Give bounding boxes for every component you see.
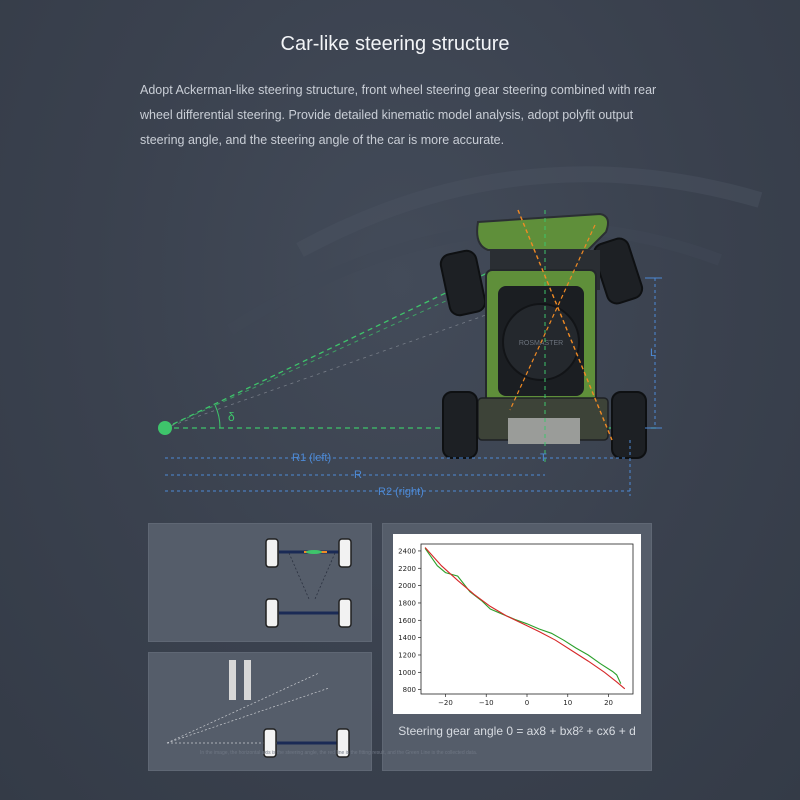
y-tick-label: 2200 [398,565,416,573]
rear-left-wheel [442,391,478,459]
delta-label: δ [228,410,235,424]
x-tick-label: 10 [563,699,572,707]
ackermann-top-diagram [265,538,352,628]
dim-T-label: T [540,452,547,464]
x-tick-label: 20 [604,699,613,707]
page-description: Adopt Ackerman-like steering structure, … [140,83,657,147]
ackermann-center [306,550,322,554]
y-tick-label: 1400 [398,634,416,642]
wheel-icon [265,538,279,568]
front-chassis-plate [476,212,609,251]
dim-R-label: R [354,469,362,481]
ackermann-top-panel [148,523,372,642]
series-line-green [424,547,622,684]
wheel-icon [338,598,352,628]
fitting-chart: 800 1000 1200 1400 1600 1800 2000 2200 2400 −20 −1… [393,534,641,714]
rear-motor [508,418,580,444]
series-line-red [424,547,626,690]
turning-radius-diagram [166,660,350,758]
page-title: Car-like steering structure [280,33,510,55]
y-tick-label: 800 [403,686,416,694]
ackermann-diagram: δ ROSMASTER [158,166,763,498]
front-left-wheel [439,249,487,317]
x-tick-label: −20 [438,699,453,707]
wheel-icon [338,538,352,568]
dim-R1-label: R1 (left) [292,452,331,464]
delta-arc [214,404,221,429]
orange-dashed-line [509,224,596,411]
front-right-wheel [592,237,644,305]
y-tick-label: 1600 [398,617,416,625]
bar-icon [229,660,236,700]
x-tick-label: 0 [525,699,529,707]
x-tick-label: −10 [479,699,494,707]
wheel-icon [336,728,350,758]
turning-radius-panel [148,652,372,771]
y-tick-label: 2400 [398,547,416,555]
y-tick-label: 1800 [398,599,416,607]
wheel-icon [265,598,279,628]
dim-L-label: L [650,347,656,359]
dim-R2-label: R2 (right) [378,486,424,498]
rear-right-wheel [611,391,647,459]
chip-label: ROSMASTER [519,340,563,347]
y-tick-label: 2000 [398,582,416,590]
bar-icon [244,660,251,700]
tire-track [296,166,763,258]
wheel-icon [263,728,277,758]
fitting-chart-svg: 800 1000 1200 1400 1600 1800 2000 2200 2400 −20 −1… [398,543,634,707]
plot-frame [420,543,634,695]
car-model: ROSMASTER [439,212,647,459]
turning-center-dot [158,421,172,435]
y-tick-label: 1200 [398,651,416,659]
green-dashed-line [164,289,471,429]
y-tick-label: 1000 [398,669,416,677]
formula-caption: Steering gear angle 0 = ax8 + bx8² + cx6… [398,724,636,738]
grey-dashed-line [164,309,501,429]
chart-footnote: In the image, the horizontal axis is the… [200,750,478,756]
